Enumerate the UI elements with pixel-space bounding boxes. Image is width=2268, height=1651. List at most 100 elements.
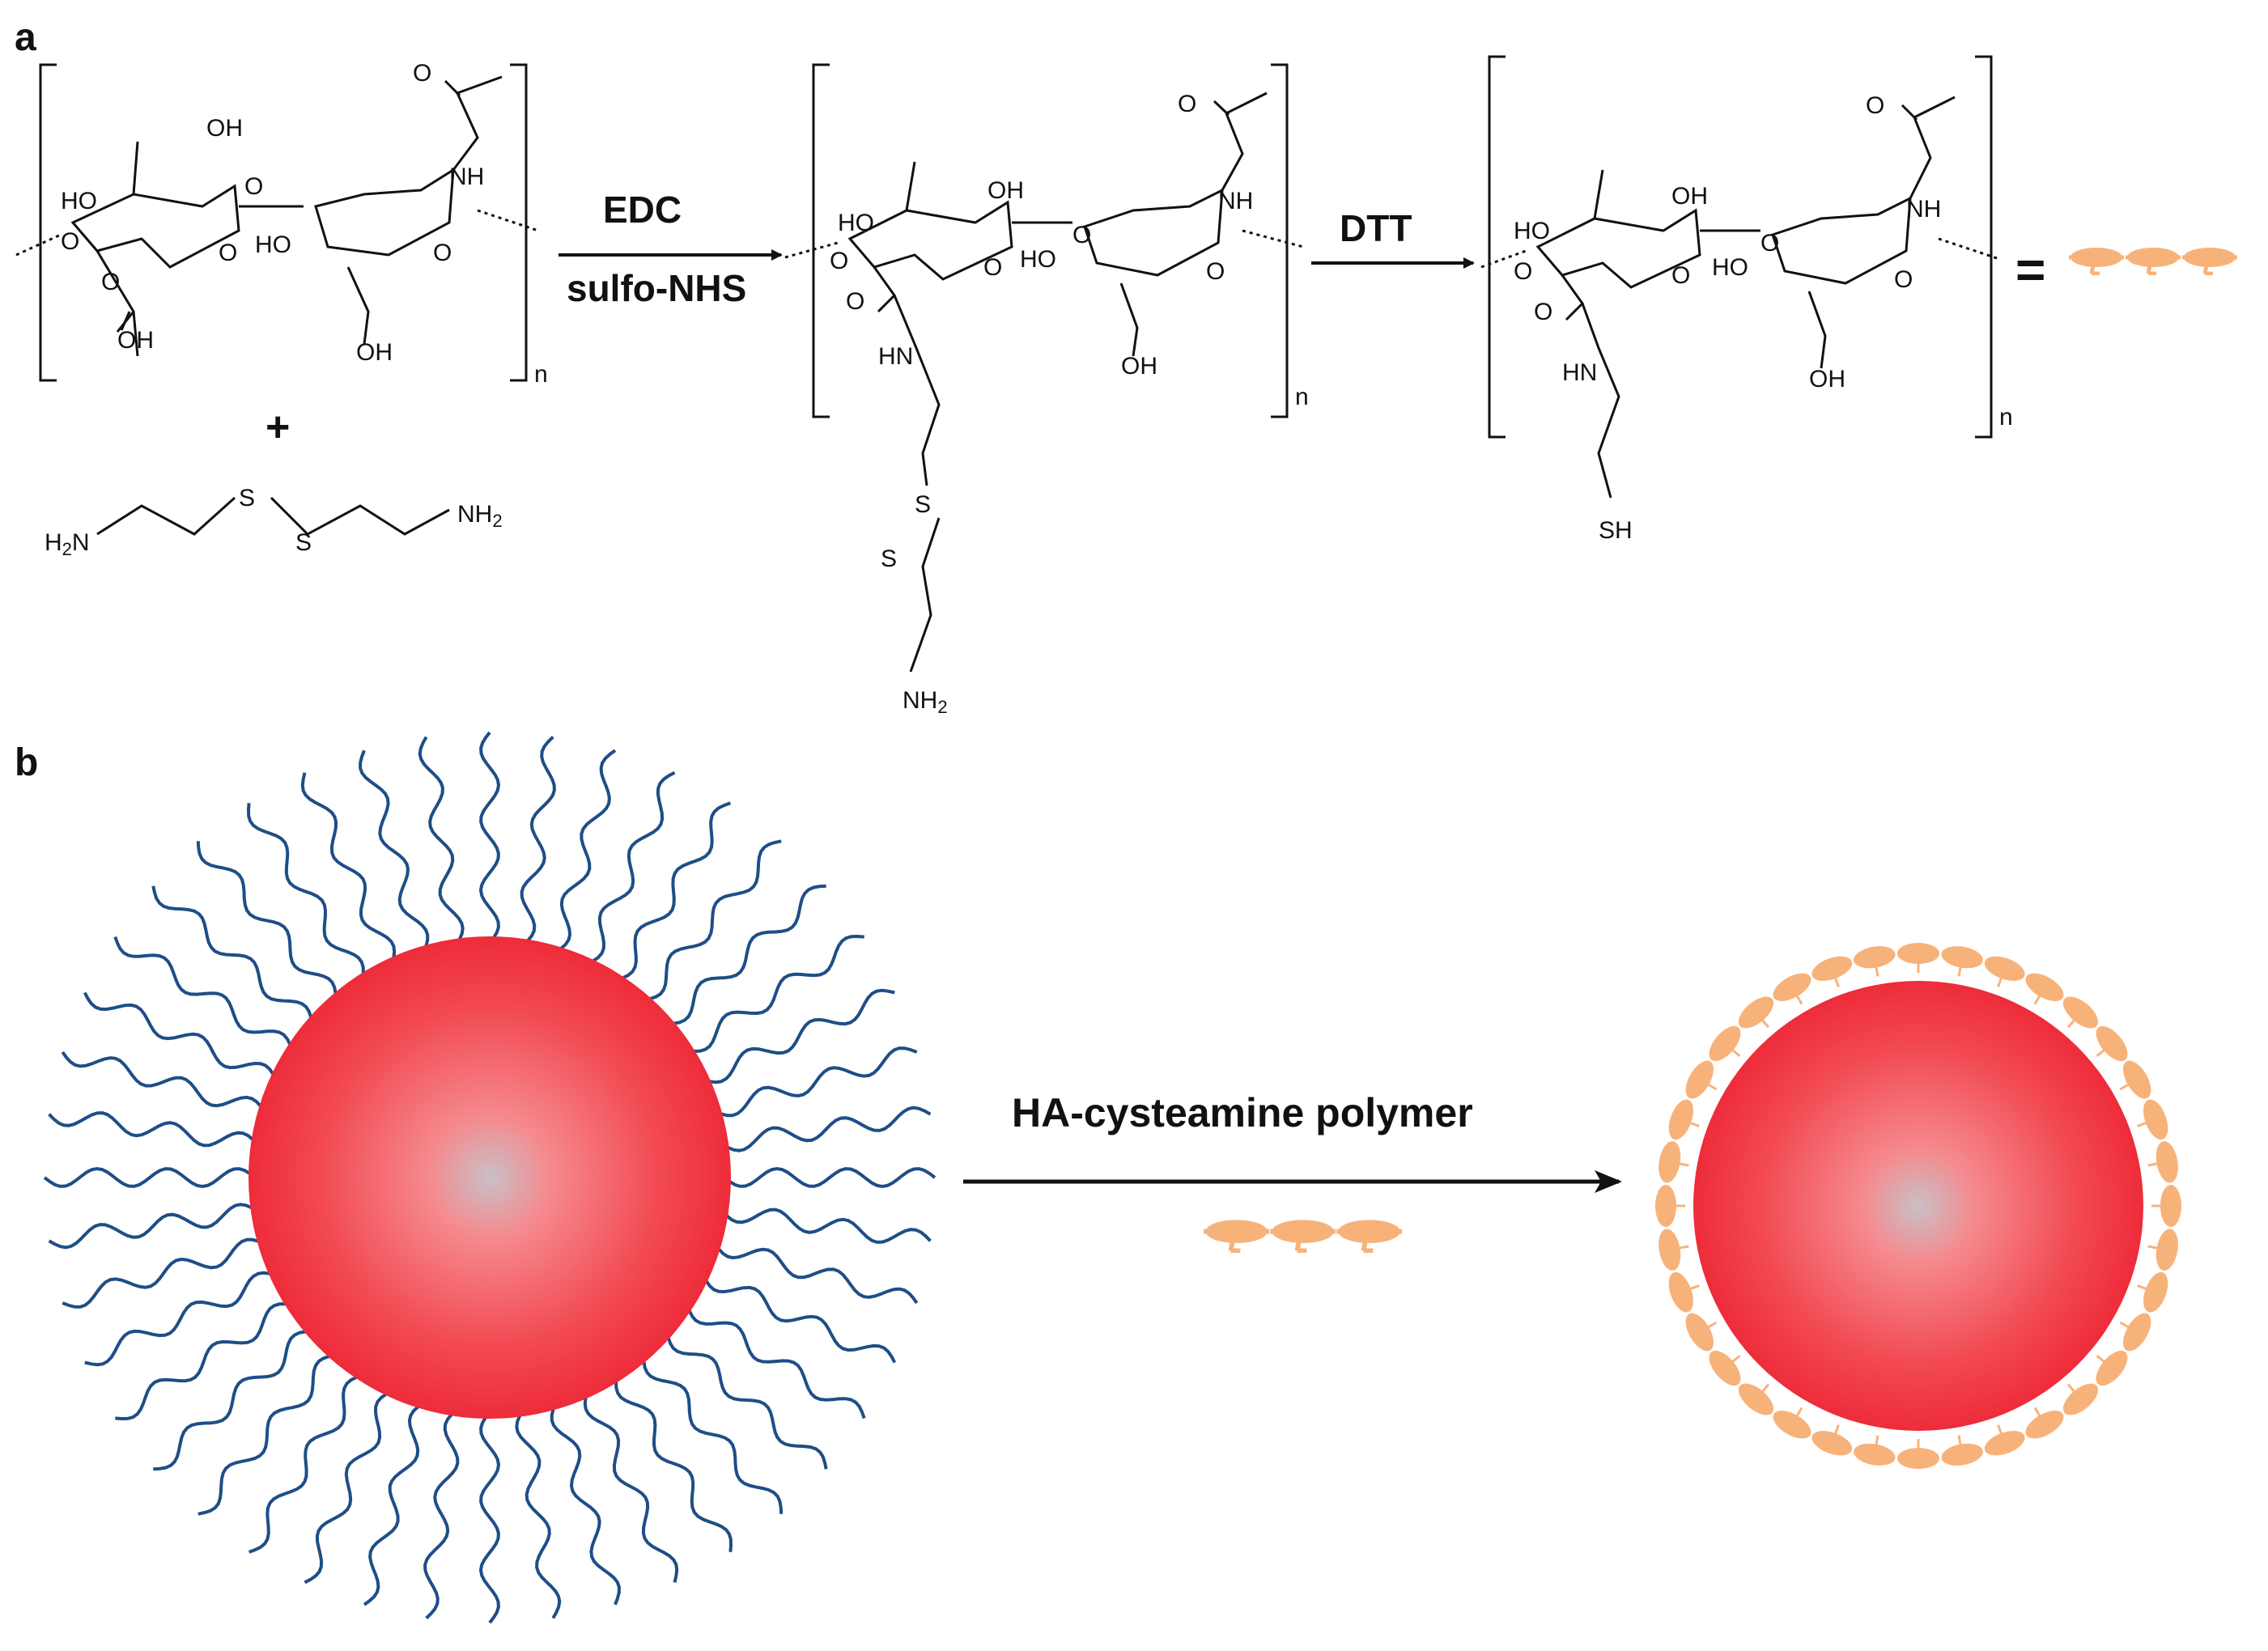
svg-text:HO: HO	[1712, 254, 1748, 281]
reagent-dtt: DTT	[1340, 207, 1412, 249]
ligand-chain	[665, 1331, 828, 1470]
ha-unit-icon-2	[1270, 1220, 1336, 1250]
svg-text:OH: OH	[1121, 353, 1157, 380]
svg-text:SH: SH	[1599, 517, 1633, 544]
cystamine-structure: H2N S S NH2	[45, 485, 503, 559]
ha-polymer-segment	[1668, 1271, 1693, 1313]
ha-polymer-segment	[2155, 1229, 2178, 1271]
svg-text:HO: HO	[255, 231, 291, 258]
ha-thiol-anchor	[1957, 1435, 1964, 1455]
ligand-chain	[62, 1237, 265, 1309]
ha-polymer-segment	[1854, 1443, 1896, 1466]
svg-text:n: n	[1999, 404, 2013, 431]
ligand-chain	[702, 1274, 897, 1364]
svg-text:NH2: NH2	[457, 501, 503, 531]
svg-text:O: O	[101, 269, 120, 295]
ha-polymer-segment	[1984, 956, 2025, 981]
ha-polymer-segment	[2143, 1271, 2168, 1313]
ligand-chain	[686, 934, 864, 1053]
ligand-chain	[583, 1390, 679, 1583]
svg-text:O: O	[846, 288, 864, 315]
ligand-chain	[363, 1401, 425, 1606]
ha-unit-icon-3	[1336, 1220, 1402, 1250]
ligand-chain	[423, 1408, 460, 1619]
ligand-chain	[83, 991, 278, 1081]
ha-polymer-shell	[1655, 943, 2181, 1469]
ha-thiol-anchor	[2066, 1383, 2082, 1400]
ha-thiol-anchor	[2137, 1118, 2156, 1127]
svg-text:O: O	[433, 240, 452, 266]
coating-scheme-svg: b HA-cysteamine polymer	[15, 731, 2181, 1624]
ha-thiol-anchor	[1724, 1354, 1741, 1369]
ligand-chain	[643, 839, 782, 1002]
svg-text:NH: NH	[1218, 188, 1253, 214]
ha-cysteamine-structure	[1480, 55, 2000, 499]
ha-thiol-anchor	[1873, 1435, 1879, 1455]
ligand-chain	[418, 736, 465, 946]
ha-polymer-segment	[2155, 1141, 2178, 1183]
ligand-chain	[115, 1302, 293, 1421]
reagent-edc: EDC	[603, 189, 682, 231]
svg-text:S: S	[239, 485, 255, 511]
ha-coated-nanoparticle	[1693, 981, 2143, 1431]
ligand-chain	[550, 1402, 621, 1606]
panel-b-coating-scheme: b HA-cysteamine polymer	[0, 728, 2268, 1651]
svg-text:HN: HN	[878, 343, 913, 370]
ha-thiol-anchor	[1755, 1012, 1770, 1029]
ligand-chain	[478, 731, 501, 944]
ha-thiol-anchor	[1830, 1424, 1840, 1444]
plus-sign: +	[265, 404, 290, 451]
reagent-sulfo-nhs: sulfo-NHS	[567, 267, 746, 309]
svg-text:O: O	[219, 240, 237, 266]
svg-text:O: O	[830, 248, 848, 274]
ligand-chain	[48, 1111, 259, 1148]
svg-text:S: S	[295, 529, 312, 556]
ha-polymer-segment	[1659, 1229, 1681, 1271]
ligand-chain	[515, 1409, 562, 1619]
ligand-chain	[84, 1271, 277, 1367]
svg-text:HO: HO	[61, 188, 97, 214]
ha-thiol-anchor	[2096, 1042, 2113, 1058]
svg-text:O: O	[413, 60, 431, 87]
ligand-chain	[246, 803, 365, 981]
svg-text:NH: NH	[449, 163, 484, 190]
ha-thiol-anchor	[1680, 1118, 1700, 1127]
ha-thiol-anchor	[1790, 987, 1803, 1005]
step1-reaction-arrow: EDC sulfo-NHS	[559, 189, 783, 309]
ha-thiol-anchor	[1680, 1284, 1700, 1294]
svg-text:NH: NH	[1906, 196, 1941, 223]
ligand-chain	[43, 1166, 257, 1189]
svg-text:O: O	[1866, 92, 1884, 119]
ligand-chain	[586, 770, 676, 966]
ha-thiol-anchor	[2033, 987, 2046, 1005]
ha-polymer-segment	[1854, 946, 1896, 969]
equals-sign: =	[2015, 240, 2045, 299]
svg-text:O: O	[1178, 91, 1196, 117]
ligand-chain	[667, 884, 826, 1026]
ligand-chain	[703, 988, 895, 1084]
svg-text:OH: OH	[206, 115, 243, 142]
ligand-chain	[723, 1166, 937, 1189]
ha-thiol-anchor	[2147, 1161, 2168, 1167]
ligand-chain	[61, 1050, 266, 1113]
svg-text:H2N: H2N	[45, 529, 90, 559]
ha-thiol-anchor	[1873, 957, 1879, 977]
ha-thiol-anchor	[2096, 1354, 2113, 1369]
ha-thiol-anchor	[1957, 957, 1964, 977]
ha-polymer-segment	[1811, 956, 1853, 981]
ha-thiol-anchor	[2066, 1012, 2082, 1029]
ligand-chain	[721, 1106, 932, 1152]
ligand-chain	[153, 1329, 312, 1471]
ligand-chain	[151, 885, 314, 1025]
ligand-chain	[248, 1373, 363, 1554]
svg-text:OH: OH	[117, 327, 154, 354]
svg-text:O: O	[1760, 230, 1779, 257]
svg-text:NH2: NH2	[903, 687, 948, 717]
ligand-chain	[197, 1353, 337, 1516]
ha-polymer-segment	[1984, 1431, 2025, 1456]
svg-text:OH: OH	[987, 177, 1024, 204]
ligand-chain	[359, 749, 430, 953]
panel-a-label: a	[15, 16, 36, 59]
ligand-chain	[196, 841, 338, 1000]
ha-thiol-anchor	[1724, 1042, 1741, 1058]
